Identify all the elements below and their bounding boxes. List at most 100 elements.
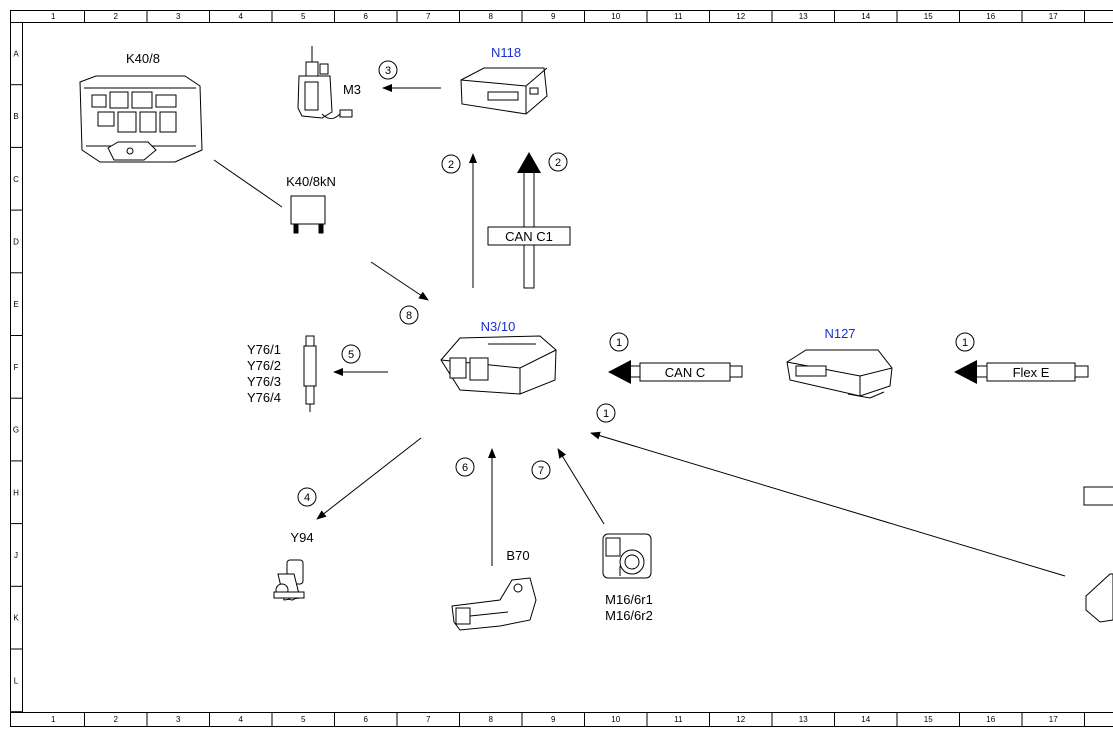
arrow-n3-to-y94 [316,437,422,520]
callout-number: 2 [448,159,454,171]
throttle-valve-actuator-icon [602,533,652,579]
grid-row-label: E [13,300,18,309]
callout-number: 6 [462,462,468,474]
grid-column-label: 7 [426,715,431,724]
grid-column-label: 4 [239,12,244,21]
callout-circle [609,332,629,352]
arrow-m16-to-n3 [557,448,605,525]
grid-column-label: 17 [1049,715,1058,724]
drawing-frame [10,10,1113,727]
callout-circle [378,60,398,80]
grid-column-label: 1 [51,715,56,724]
grid-column-label: 14 [861,715,870,724]
grid-row-label: F [14,363,19,372]
label-k40-8: K40/8 [126,51,160,66]
label-b70: B70 [506,548,529,563]
callout-number: 2 [555,157,561,169]
bus-label-can-c: CAN C [665,365,705,380]
grid-column-label: 10 [611,715,620,724]
grid-column-label: 9 [551,715,556,724]
callout-circle [455,457,475,477]
callout-number: 1 [603,408,609,420]
grid-column-label: 3 [176,715,181,724]
quantity-control-valve-icon [273,559,305,601]
label-n3-10: N3/10 [481,319,516,334]
label-y76-4: Y76/4 [247,390,281,405]
grid-column-label: 1 [51,12,56,21]
label-k40-8kn: K40/8kN [286,174,336,189]
label-y76-1: Y76/1 [247,342,281,357]
callout-circle [531,460,551,480]
callouts [297,60,975,507]
line-k40-to-k40kn [213,159,283,208]
grid-column-label: 7 [426,12,431,21]
grid-column-label: 16 [986,715,995,724]
grid-column-label: 8 [489,715,494,724]
grid-column-label: 6 [364,12,369,21]
grid-column-label: 13 [799,715,808,724]
signal-lines [213,84,1066,577]
callout-number: 8 [406,310,412,322]
callout-circle [297,487,317,507]
grid-row-label: G [13,426,19,435]
arrow-k40kn-to-n3 [370,261,429,301]
grid-row-label: K [13,614,19,623]
label-y76-3: Y76/3 [247,374,281,389]
label-m16-6r2: M16/6r2 [605,608,653,623]
label-m3: M3 [343,82,361,97]
grid-row-label: L [14,676,19,685]
callout-circle [341,344,361,364]
bus-can-c: CAN C [608,360,743,384]
grid-column-label: 4 [239,715,244,724]
bus-flex-e: Flex E [954,360,1089,384]
label-n127: N127 [824,326,855,341]
grid-row-label: D [13,237,19,246]
callout-number: 1 [962,337,968,349]
grid-row-label: J [14,551,18,560]
callout-number: 5 [348,349,354,361]
callout-number: 7 [538,465,544,477]
grid-row-label: B [13,112,18,121]
grid-labels: 1122334455667788991010111112121313141415… [10,10,1085,726]
label-n118: N118 [491,45,521,60]
grid-column-label: 14 [861,12,870,21]
grid-column-label: 15 [924,715,933,724]
callout-circle [548,152,568,172]
label-m16-6r1: M16/6r1 [605,592,653,607]
grid-column-label: 16 [986,12,995,21]
label-y94: Y94 [290,530,313,545]
grid-column-label: 12 [736,715,745,724]
grid-column-label: 6 [364,715,369,724]
engine-control-unit-icon [440,335,557,395]
grid-row-label: A [13,49,19,58]
bus-label-can-c1: CAN C1 [505,229,553,244]
grid-column-label: 9 [551,12,556,21]
offscreen-component-icon [1083,486,1113,623]
arrow-right-to-n3 [590,431,1066,577]
grid-column-label: 11 [674,715,683,724]
grid-row-label: C [13,175,19,184]
callout-circle [596,403,616,423]
callout-number: 3 [385,65,391,77]
grid-column-label: 11 [674,12,683,21]
grid-column-label: 3 [176,12,181,21]
bus-can-c1: CAN C1 [487,152,571,289]
grid-column-label: 2 [114,715,119,724]
bus-label-flex-e: Flex E [1013,365,1050,380]
callout-circle [955,332,975,352]
grid-column-label: 5 [301,715,306,724]
fuel-pump-control-unit-icon [460,67,548,115]
grid-column-label: 12 [736,12,745,21]
powertrain-control-unit-icon [786,349,893,399]
fuse-box-icon [79,75,203,163]
grid-column-label: 15 [924,12,933,21]
grid-row-label: H [13,488,19,497]
injector-icon [303,335,317,412]
callout-number: 4 [304,492,310,504]
grid-column-label: 10 [611,12,620,21]
callout-circle [441,154,461,174]
label-y76-2: Y76/2 [247,358,281,373]
grid-column-label: 5 [301,12,306,21]
crankshaft-sensor-icon [451,577,537,631]
